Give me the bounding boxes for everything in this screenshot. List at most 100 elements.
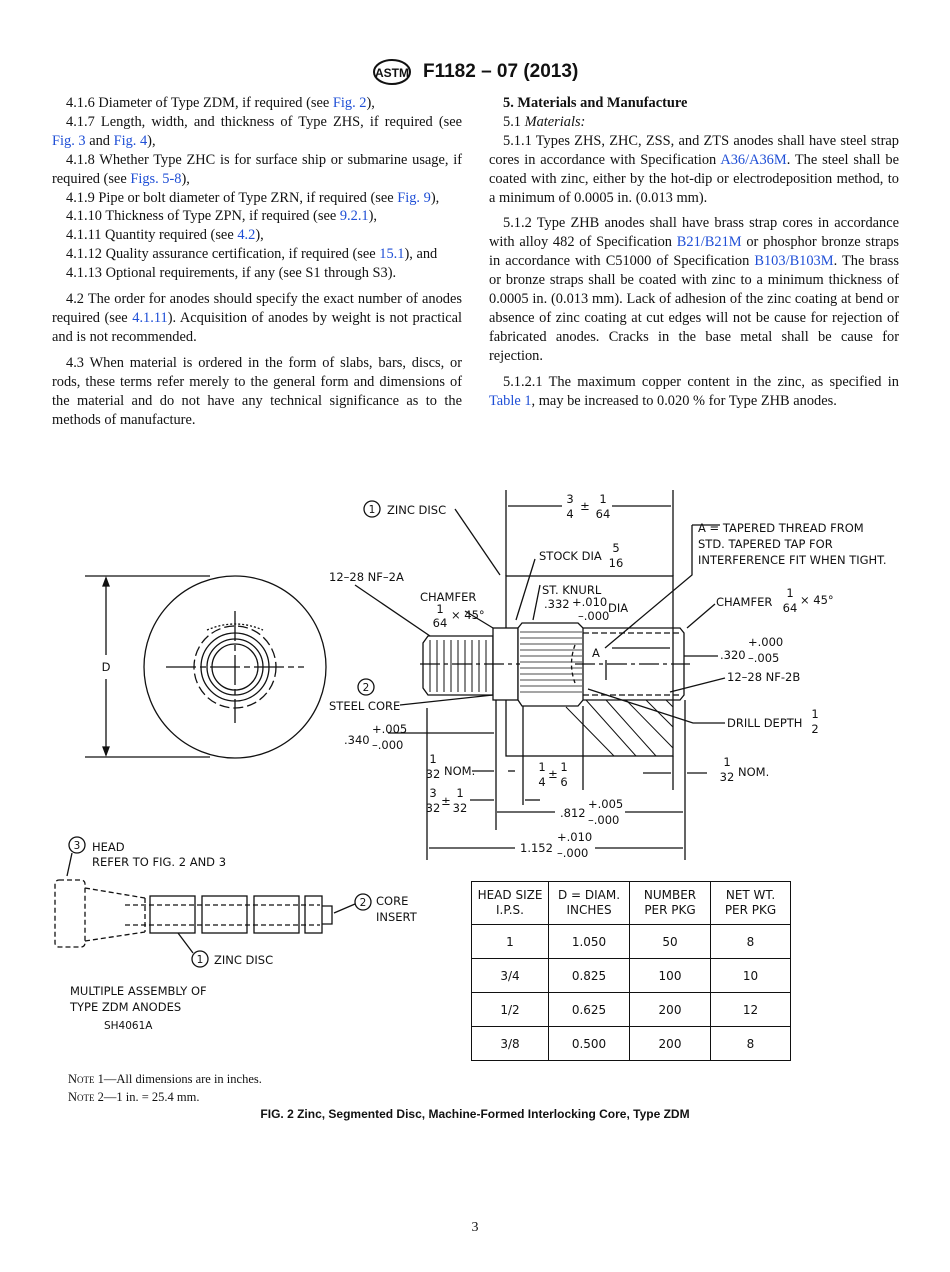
- length-1152-plus: +.010: [557, 830, 592, 844]
- length-812-plus: +.005: [588, 797, 623, 811]
- cross-reference-link[interactable]: Fig. 4: [113, 132, 148, 149]
- width-tol-num: 1: [599, 492, 606, 506]
- column-header-line: NET WT.: [725, 888, 776, 902]
- table-cell: 1/2: [471, 992, 549, 1027]
- cross-reference-link[interactable]: B21/B21M: [676, 234, 742, 251]
- cross-reference-link[interactable]: 4.1.11: [132, 309, 168, 326]
- cross-reference-link[interactable]: Fig. 2: [332, 95, 367, 111]
- chamfer-left-label: CHAMFER: [420, 590, 476, 604]
- chamfer-left-den: 64: [433, 616, 448, 630]
- bore-minus: –.005: [748, 651, 779, 665]
- figure-note: Note 2—1 in. = 25.4 mm.: [68, 1089, 262, 1107]
- drill-depth-label: DRILL DEPTH: [727, 716, 802, 730]
- text-run: 4.1.7 Length, width, and thickness of Ty…: [66, 113, 462, 130]
- stock-dia-num: 5: [612, 541, 619, 555]
- disc-outline: [143, 575, 327, 759]
- cross-reference-link[interactable]: B103/B103M: [754, 253, 834, 270]
- table-cell: 0.625: [548, 992, 630, 1027]
- table-cell: 200: [629, 992, 711, 1027]
- paragraph: 4.1.10 Thickness of Type ZPN, if require…: [52, 207, 462, 226]
- balloon-2-assembly: 2: [360, 897, 367, 909]
- a-marker: A: [592, 646, 600, 660]
- knurl-tol-num: 1: [560, 760, 567, 774]
- cross-reference-link[interactable]: 4.2: [237, 227, 256, 244]
- column-header-line: PER PKG: [644, 903, 696, 917]
- note-text: 1—All dimensions are in inches.: [94, 1072, 262, 1086]
- text-run: 4.1.12 Quality assurance certification, …: [66, 246, 380, 263]
- table-cell: 1.050: [548, 924, 630, 959]
- diameter-label: D: [102, 660, 111, 674]
- note-text: 2—1 in. = 25.4 mm.: [94, 1089, 200, 1104]
- text-run: ),: [430, 189, 440, 206]
- text-run: Materials:: [524, 113, 586, 130]
- text-run: , may be increased to 0.020 % for Type Z…: [531, 392, 837, 409]
- paragraph: 4.1.11 Quantity required (see 4.2),: [52, 226, 462, 245]
- steel-core-label: STEEL CORE: [329, 699, 400, 713]
- paragraph: 4.3 When material is ordered in the form…: [52, 354, 462, 430]
- cross-reference-link[interactable]: 15.1: [379, 246, 405, 263]
- assembly-title-1: MULTIPLE ASSEMBLY OF: [70, 984, 207, 998]
- table-cell: 50: [629, 924, 711, 959]
- chamfer-right-num: 1: [786, 586, 793, 600]
- refer-label: REFER TO FIG. 2 AND 3: [92, 855, 226, 869]
- length-812: .812: [560, 806, 586, 820]
- drill-depth-num: 1: [811, 707, 818, 721]
- text-run: ),: [255, 227, 264, 244]
- column-header-line: HEAD SIZE: [477, 888, 543, 902]
- head-label: HEAD: [92, 840, 125, 854]
- cross-reference-link[interactable]: Figs. 5-8: [130, 170, 182, 187]
- table-cell: 3/8: [471, 1026, 549, 1061]
- knurl-plus: +.010: [572, 595, 607, 609]
- width-fraction-den: 4: [566, 507, 573, 521]
- cross-reference-link[interactable]: Fig. 9: [397, 189, 431, 206]
- insert-label: INSERT: [376, 910, 418, 924]
- offset-den: 32: [426, 801, 441, 815]
- chamfer-right-label: CHAMFER: [716, 595, 772, 609]
- paragraph: 5.1 Materials:: [489, 113, 899, 132]
- cross-reference-link[interactable]: A36/A36M: [720, 151, 787, 168]
- right-column: 5. Materials and Manufacture 5.1 Materia…: [489, 94, 899, 411]
- text-run: and: [85, 132, 114, 149]
- table-cell: 200: [629, 1026, 711, 1061]
- offset-tol-den: 32: [453, 801, 468, 815]
- cross-reference-link[interactable]: Fig. 3: [52, 132, 86, 149]
- note-a-line-1: A = TAPERED THREAD FROM: [698, 521, 864, 535]
- bore-dia: .320: [720, 648, 746, 662]
- thread-2a-label: 12–28 NF–2A: [329, 570, 404, 584]
- cross-reference-link[interactable]: Table 1: [489, 392, 532, 409]
- column-header-line: PER PKG: [724, 903, 777, 917]
- paragraph: 5.1.2 Type ZHB anodes shall have brass s…: [489, 214, 899, 365]
- text-run: . The brass or bronze straps shall be co…: [489, 253, 899, 364]
- figure-notes: Note 1—All dimensions are in inches.Note…: [68, 1071, 262, 1106]
- table-cell: 0.825: [548, 958, 630, 993]
- paragraph: 4.1.8 Whether Type ZHC is for surface sh…: [52, 151, 462, 189]
- cross-reference-link[interactable]: 9.2.1: [339, 208, 369, 225]
- text-run: . The steel shall be coated with zinc, e…: [489, 151, 899, 206]
- column-header-line: NUMBER: [643, 888, 697, 902]
- column-header: NET WT.PER PKG: [710, 881, 791, 925]
- text-run: 5.1.2 Type ZHB anodes shall have brass s…: [489, 215, 899, 251]
- text-run: ),: [181, 170, 190, 187]
- text-run: 5.1.2.1 The maximum copper content in th…: [503, 373, 899, 390]
- column-header-line: D = DIAM.: [557, 888, 621, 902]
- nom-right-num: 1: [723, 755, 730, 769]
- core-length: .340: [344, 733, 370, 747]
- text-run: ). Acquisition of anodes by weight is no…: [52, 309, 462, 345]
- chamfer-right-angle: × 45°: [800, 593, 834, 607]
- width-tolerance-sign: ±: [580, 499, 590, 513]
- text-run: ),: [368, 208, 377, 225]
- figure-caption: FIG. 2 Zinc, Segmented Disc, Machine-For…: [260, 1107, 690, 1121]
- knurl-dia-suffix: DIA: [608, 601, 628, 615]
- column-header: D = DIAM.INCHES: [548, 881, 630, 925]
- text-run: 4.1.8 Whether Type ZHC is for surface sh…: [52, 151, 462, 187]
- paragraph: 4.1.12 Quality assurance certification, …: [52, 245, 462, 264]
- column-header-line: INCHES: [566, 903, 612, 917]
